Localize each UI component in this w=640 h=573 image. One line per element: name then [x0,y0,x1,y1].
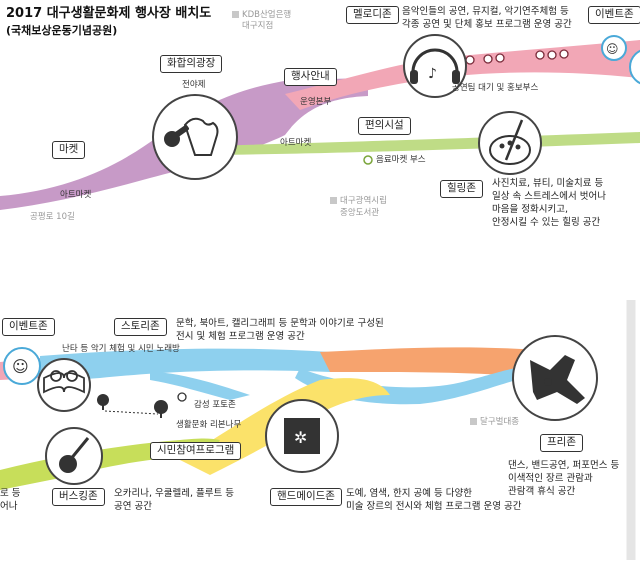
theater-masks-icon: ☺ [601,35,627,61]
zone-tag-hwahap: 화합의광장 [160,55,223,73]
info-sub2: 아트마켓 [280,138,312,148]
info-sub: 운영본부 [300,97,332,107]
healing-desc-1: 사진치료, 뷰티, 미술치료 등 [492,178,604,189]
microphone-fist-icon [152,94,238,180]
emotion-sub: 감성 포토존 [194,400,236,410]
zone-tag-citizen: 시민참여프로그램 [150,442,242,460]
open-book-glasses-icon [37,358,91,412]
dalgubeol-landmark: 달구벌대종 [470,417,519,428]
palette-brush-icon [478,111,542,175]
zone-tag-story: 스토리존 [114,318,167,336]
marker-dot [547,50,557,60]
svg-text:☺: ☺ [12,357,29,376]
svg-text:♪: ♪ [428,66,437,82]
kdb-landmark-line2: 대구지점 [242,21,274,31]
marker-dot [559,49,569,59]
zone-tag-market: 마켓 [52,141,86,159]
melody-sub: 공연팀 대기 및 홍보부스 [452,83,539,93]
story-desc-1: 문학, 북아트, 캘리그래피 등 문학과 이야기로 구성된 [176,318,384,329]
zone-tag-event-bottom: 이벤트존 [2,318,55,336]
free-desc-1: 댄스, 밴드공연, 퍼포먼스 등 [508,460,620,471]
zone-tag-melody: 멜로디존 [346,6,399,24]
page-title: 2017 대구생활문화제 행사장 배치도 [6,6,212,21]
marker-dot [483,54,493,64]
edge-partial-icon [629,49,640,85]
handmade-scroll-icon: ✲ [265,399,339,473]
handmade-desc-1: 도예, 염색, 한지 공예 등 다양한 [346,488,473,499]
library-landmark-line2: 중앙도서관 [340,208,380,218]
free-desc-3: 관람객 휴식 공간 [508,486,576,497]
free-desc-2: 이색적인 장르 관람과 [508,473,593,484]
headphones-music-icon: ♪ [403,34,467,98]
marker-dot [495,53,505,63]
svg-text:☺: ☺ [606,42,619,56]
hwahap-sub: 전야제 [182,80,206,90]
gongpyeong-road: 공평로 10길 [30,212,75,222]
marker-dot [363,155,373,165]
blue-path [40,348,330,382]
convenience-sub: 음료마켓 부스 [376,155,426,165]
healing-desc-2: 일상 속 스트레스에서 벗어나 [492,191,606,202]
library-landmark: 대구광역시립 [330,196,387,207]
cut-left-text-1: 로 등 [0,488,21,499]
guitar-icon [45,427,103,485]
svg-text:✲: ✲ [294,428,307,447]
marker-dot [465,55,475,65]
emotion-sub2: 생활문화 리본나무 [176,420,242,430]
healing-desc-3: 마음을 정화시키고, [492,204,568,215]
zone-tag-free: 프리존 [540,434,583,452]
page-subtitle: (국채보상운동기념공원) [6,24,118,37]
handmade-desc-2: 미술 장르의 전시와 체험 프로그램 운영 공간 [346,501,522,512]
theater-masks-icon: ☺ [3,347,41,385]
zone-tag-info: 행사안내 [284,68,337,86]
zone-tag-convenience: 편의시설 [358,117,411,135]
marker-dot [535,50,545,60]
zone-tag-event-top: 이벤트존 [588,6,640,24]
marker-dot [177,392,187,402]
cut-left-text-2: 어나 [0,501,18,512]
zone-tag-busking: 버스킹존 [52,488,105,506]
event-bottom-sub: 난타 등 악기 체험 및 시민 노래방 [62,344,180,354]
breakdancer-icon [512,335,598,421]
zone-tag-handmade: 핸드메이드존 [270,488,342,506]
orange-path [320,347,540,378]
busking-desc-1: 오카리나, 우쿨렐레, 플루트 등 [114,488,234,499]
melody-desc-1: 음악인들의 공연, 뮤지컬, 악기연주체험 등 [402,6,569,17]
busking-desc-2: 공연 공간 [114,501,152,512]
zone-tag-healing: 힐링존 [440,180,483,198]
kdb-landmark: KDB산업은행 [232,10,291,21]
tree-icon [97,394,168,418]
melody-desc-2: 각종 공연 및 단체 홍보 프로그램 운영 공간 [402,19,572,30]
story-desc-2: 전시 및 체험 프로그램 운영 공간 [176,331,305,342]
market-sub: 아트마켓 [60,190,92,200]
healing-desc-4: 안정시킬 수 있는 힐링 공간 [492,217,601,228]
